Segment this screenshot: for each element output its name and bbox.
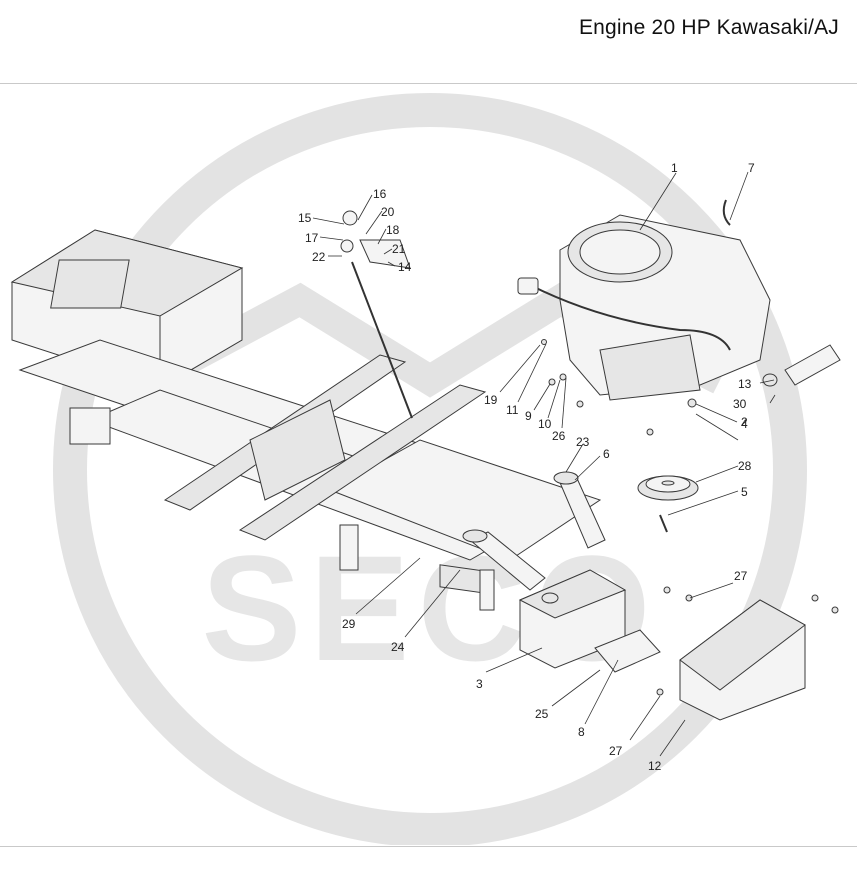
callout-27-top: 27	[734, 569, 748, 583]
callout-20: 20	[381, 205, 395, 219]
callout-3: 3	[476, 677, 483, 691]
callout-5: 5	[741, 485, 748, 499]
callout-2: 2	[741, 415, 748, 429]
callout-19: 19	[484, 393, 498, 407]
engine-block	[517, 214, 771, 401]
cotter-pin	[722, 199, 731, 226]
exhaust-pipes	[462, 471, 606, 591]
exploded-parts-diagram: SECO	[10, 93, 841, 845]
oil-filter	[762, 344, 841, 387]
chassis-frame	[10, 229, 602, 611]
callout-1: 1	[671, 161, 678, 175]
callout-8: 8	[578, 725, 585, 739]
callout-7: 7	[748, 161, 755, 175]
dipstick-assembly	[340, 210, 413, 419]
callout-labels: 1 2 3 4 5 6 7 8 9 10 11 12 13 14 15 16 1…	[298, 161, 755, 773]
top-divider	[0, 83, 857, 84]
callout-27-bottom: 27	[609, 744, 623, 758]
callout-16: 16	[373, 187, 387, 201]
callout-17: 17	[305, 231, 319, 245]
callout-14: 14	[398, 260, 412, 274]
callout-25: 25	[535, 707, 549, 721]
callout-6: 6	[603, 447, 610, 461]
callout-28: 28	[738, 459, 752, 473]
callout-15: 15	[298, 211, 312, 225]
callout-21: 21	[392, 242, 406, 256]
callout-29: 29	[342, 617, 356, 631]
page-title: Engine 20 HP Kawasaki/AJ	[578, 16, 839, 39]
callout-12: 12	[648, 759, 662, 773]
callout-26: 26	[552, 429, 566, 443]
key-part	[659, 514, 668, 533]
heat-shield	[679, 599, 806, 721]
bottom-divider	[0, 846, 857, 847]
muffler	[518, 569, 627, 669]
callout-9: 9	[525, 409, 532, 423]
callout-24: 24	[391, 640, 405, 654]
callout-22: 22	[312, 250, 326, 264]
pulley	[637, 475, 699, 501]
callout-10: 10	[538, 417, 552, 431]
callout-18: 18	[386, 223, 400, 237]
callout-11: 11	[506, 403, 519, 417]
callout-23: 23	[576, 435, 590, 449]
callout-30: 30	[733, 397, 747, 411]
callout-4: 4	[741, 417, 748, 431]
bolts	[541, 339, 839, 696]
leader-lines	[312, 171, 776, 757]
muffler-bracket	[594, 629, 661, 673]
callout-13: 13	[738, 377, 752, 391]
